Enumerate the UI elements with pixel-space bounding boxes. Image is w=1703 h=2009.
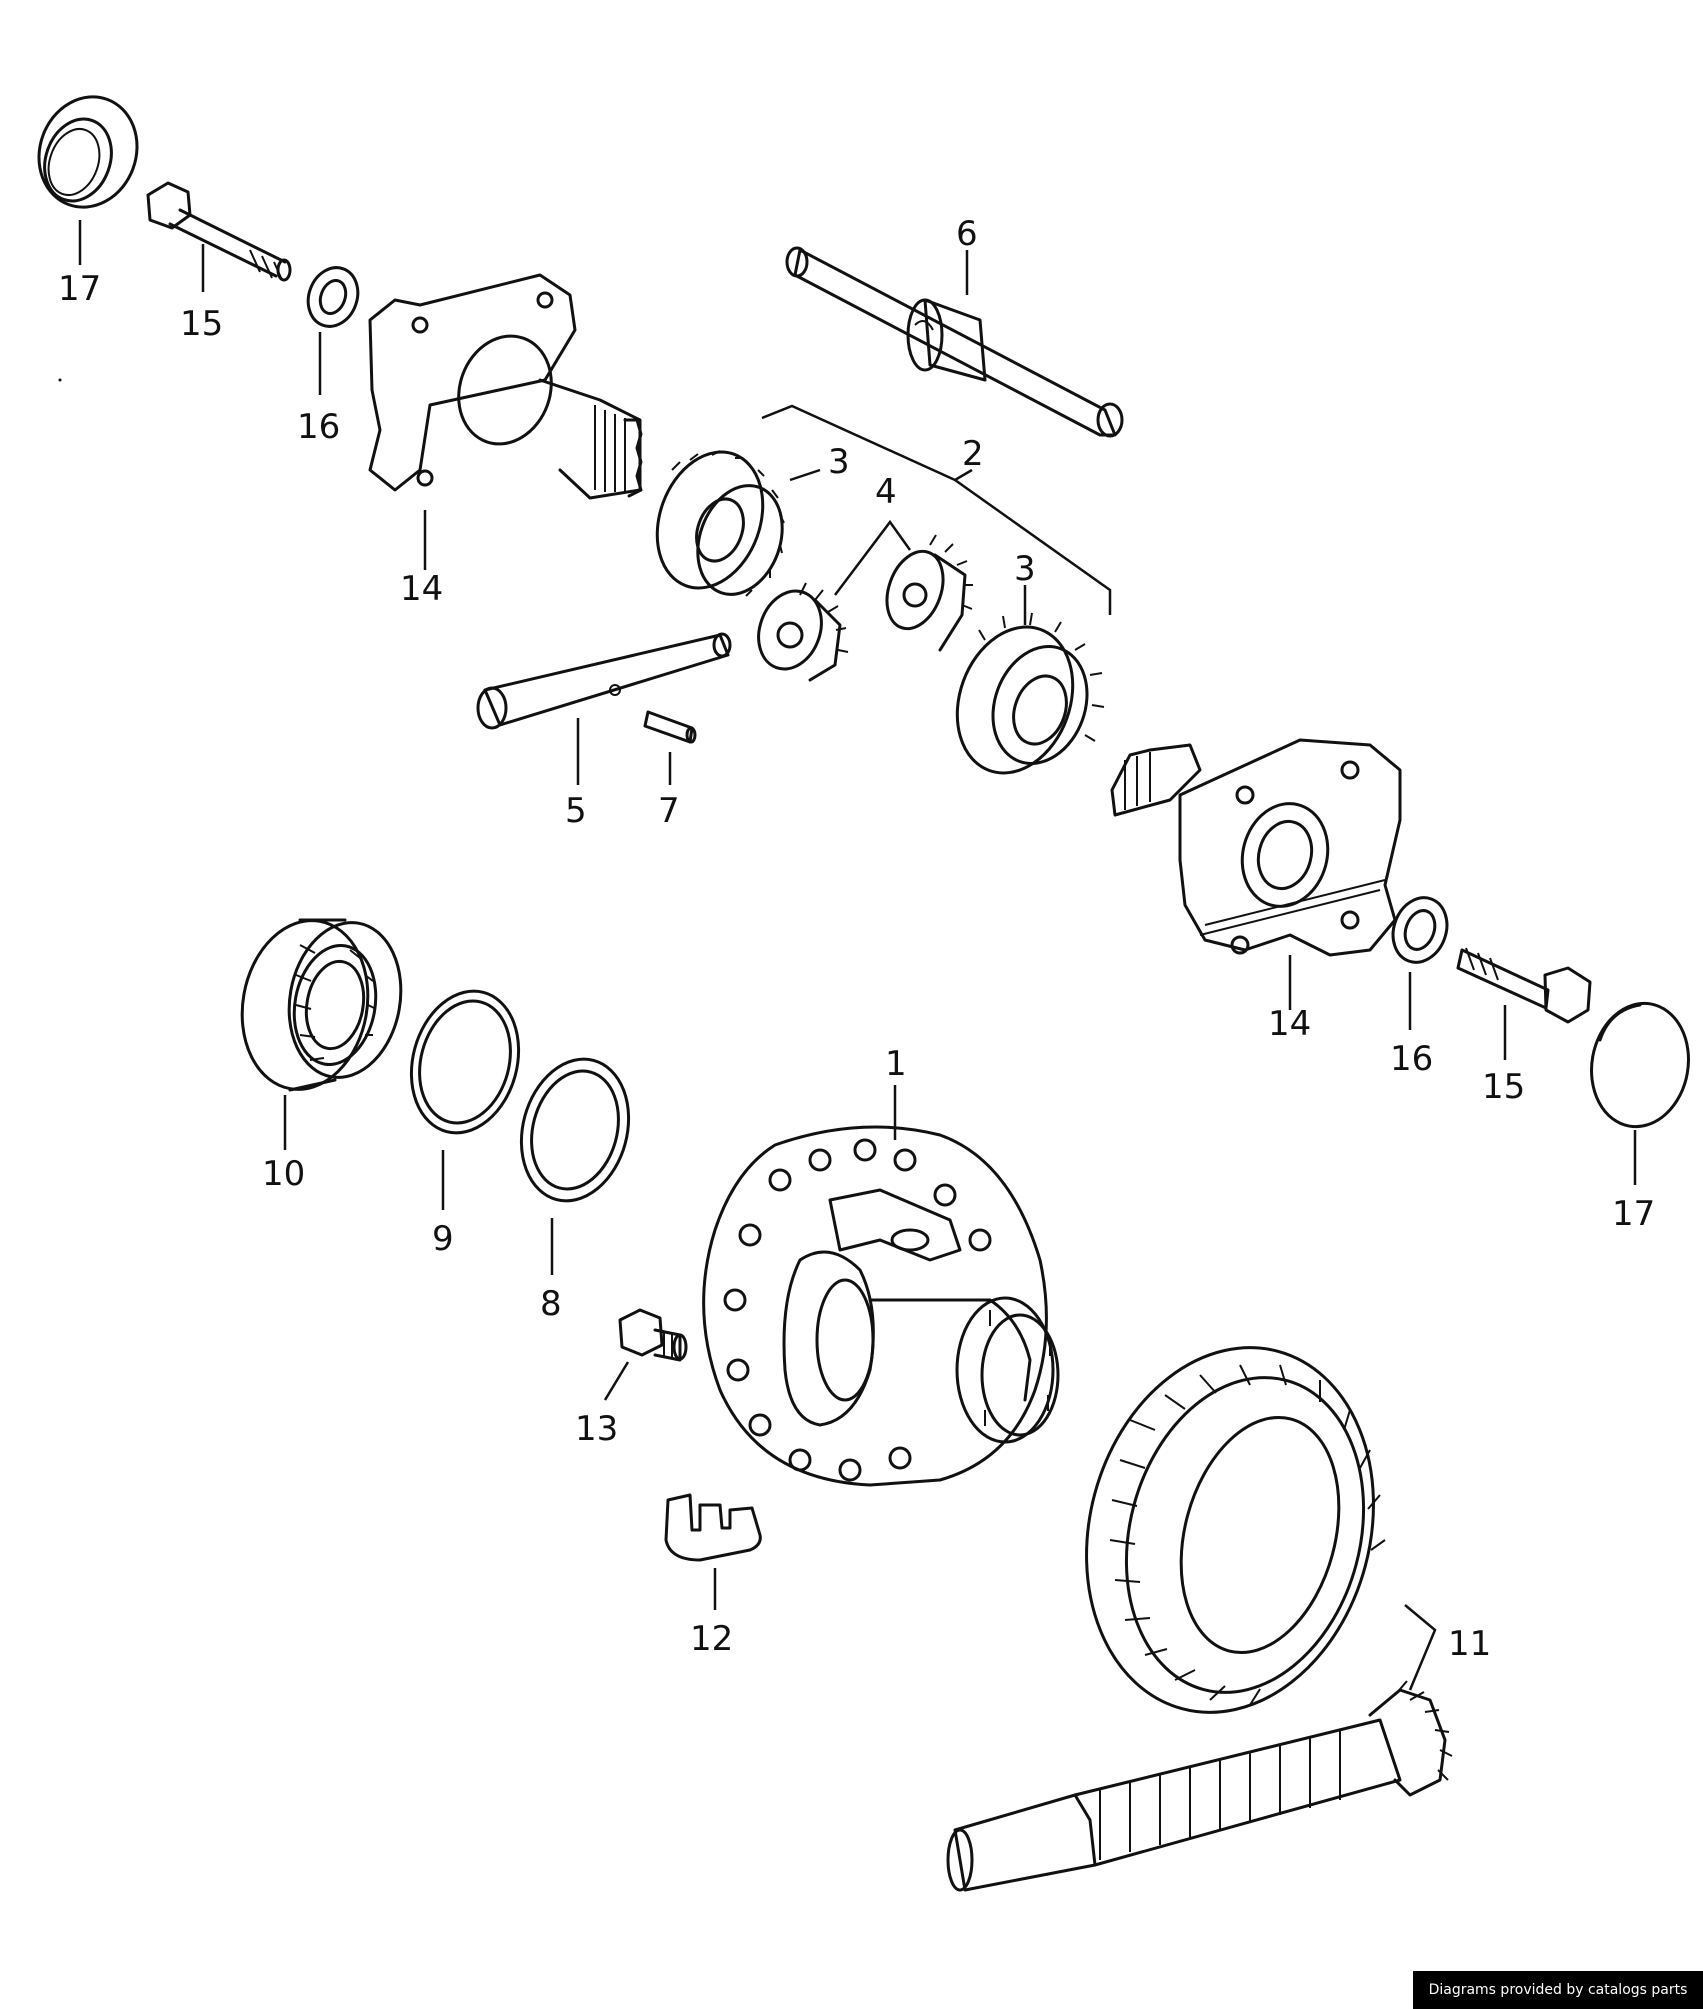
label-5: 5 <box>565 791 587 831</box>
pinion-shaft <box>476 632 732 730</box>
differential-housing <box>702 1125 1060 1487</box>
label-8: 8 <box>540 1284 562 1324</box>
roll-pin <box>643 710 697 744</box>
label-7: 7 <box>658 791 680 831</box>
label-15-right: 15 <box>1482 1067 1525 1107</box>
label-1: 1 <box>885 1044 907 1084</box>
bolt-top-left <box>146 181 292 282</box>
lock-washer-right <box>1391 896 1449 964</box>
label-14-top: 14 <box>400 569 443 609</box>
label-4: 4 <box>875 472 897 512</box>
cross-shaft <box>785 246 1124 438</box>
label-15-top: 15 <box>180 304 223 344</box>
label-13: 13 <box>575 1409 618 1449</box>
side-gear-lower <box>955 612 1105 775</box>
label-14-right: 14 <box>1268 1004 1311 1044</box>
label-3-upper: 3 <box>828 442 850 482</box>
label-6: 6 <box>956 214 978 254</box>
label-16-top: 16 <box>297 407 340 447</box>
cap-right <box>1590 1001 1690 1129</box>
housing-bolt <box>618 1308 688 1362</box>
credit-banner: Diagrams provided by catalogs parts <box>1413 1971 1703 2009</box>
label-2: 2 <box>962 434 984 474</box>
side-gear-upper <box>655 450 785 597</box>
tapered-roller-bearing <box>240 918 403 1092</box>
lock-washer-top-left <box>306 266 360 328</box>
bolt-right <box>1456 947 1592 1024</box>
drive-pinion <box>946 1680 1453 1892</box>
label-10: 10 <box>262 1154 305 1194</box>
stray-mark <box>58 378 62 382</box>
shim-inner <box>519 1057 631 1203</box>
label-3-lower: 3 <box>1014 549 1036 589</box>
ring-gear <box>1085 1346 1386 1714</box>
pinion-gear-right <box>885 534 973 652</box>
drive-flange-right <box>1110 738 1402 957</box>
label-17-top: 17 <box>58 269 101 309</box>
lock-plate <box>664 1493 762 1562</box>
label-11: 11 <box>1448 1624 1491 1664</box>
label-17-right: 17 <box>1612 1194 1655 1234</box>
label-9: 9 <box>432 1219 454 1259</box>
pinion-gear-left <box>757 582 849 682</box>
label-12: 12 <box>690 1619 733 1659</box>
seal-cap-top-left <box>37 95 139 209</box>
drive-flange-top <box>368 273 643 500</box>
label-16-right: 16 <box>1390 1039 1433 1079</box>
shim-outer <box>409 989 521 1135</box>
